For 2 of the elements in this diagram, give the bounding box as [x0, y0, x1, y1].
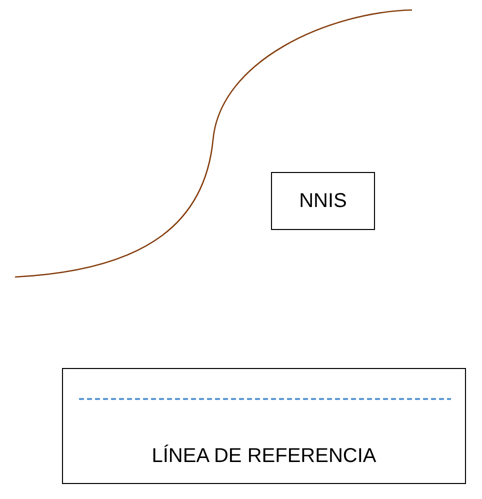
text-box: NNIS: [271, 172, 375, 230]
legend-label: LÍNEA DE REFERENCIA: [150, 445, 378, 468]
